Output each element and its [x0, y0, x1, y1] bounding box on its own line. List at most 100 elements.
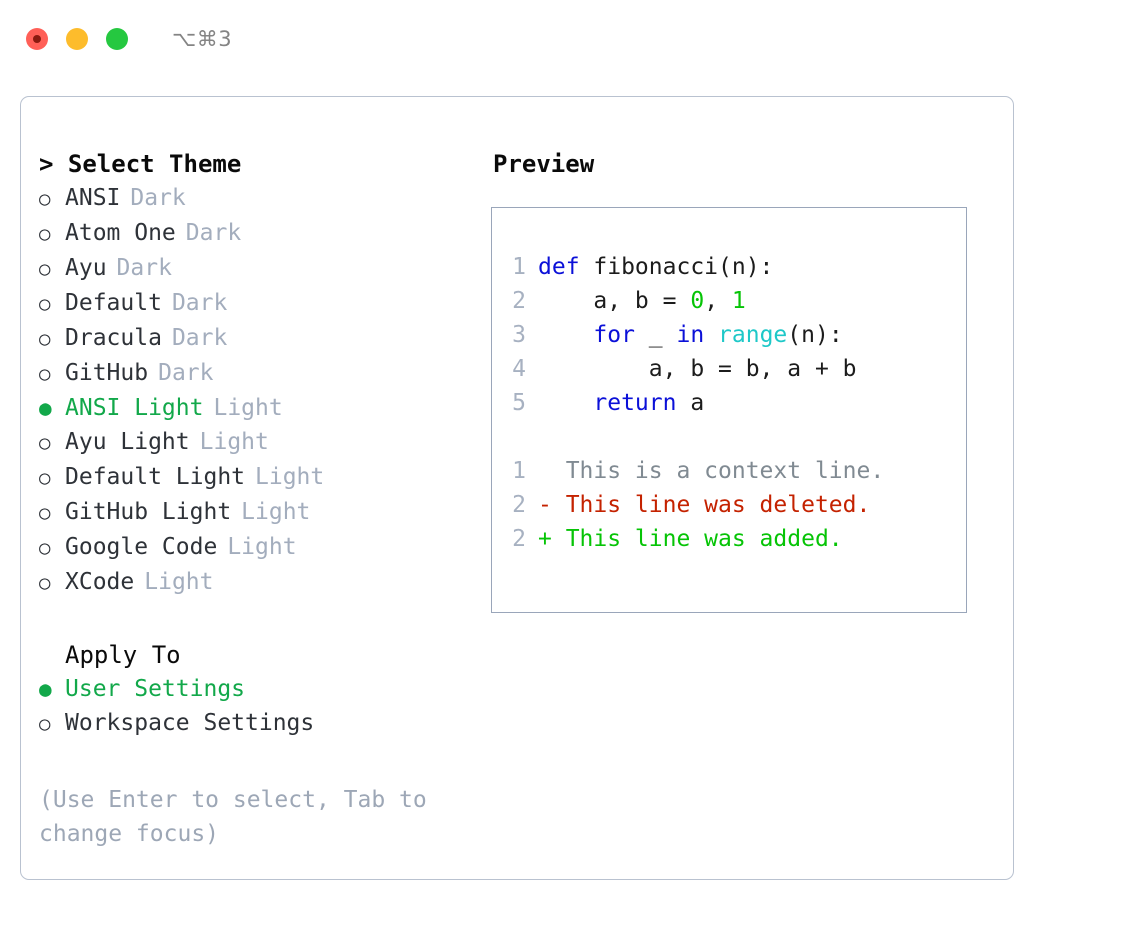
radio-unselected-icon: ○: [39, 258, 51, 280]
theme-option-label: GitHub: [65, 360, 149, 386]
theme-option-label: ANSI: [65, 185, 121, 211]
code-token-id: a: [690, 390, 705, 416]
close-window-button[interactable]: [26, 28, 48, 50]
radio-unselected-icon: ○: [39, 537, 51, 559]
theme-option-variant: Light: [227, 534, 297, 560]
radio-unselected-icon: ○: [39, 467, 51, 489]
apply-to-option-label: Workspace Settings: [65, 710, 315, 736]
code-line-text: return a: [538, 386, 704, 420]
theme-option-variant: Dark: [185, 220, 242, 246]
theme-option-label: Ayu Light: [65, 429, 190, 455]
theme-option-0[interactable]: ○ ANSI Dark: [39, 181, 491, 216]
radio-unselected-icon: ○: [39, 432, 51, 454]
code-token-id: _: [648, 322, 677, 348]
theme-option-variant: Dark: [171, 290, 228, 316]
apply-to-option-label: User Settings: [65, 676, 246, 702]
code-token-id: ,: [704, 288, 732, 314]
theme-option-variant: Dark: [158, 360, 214, 386]
code-token-id: [538, 322, 593, 348]
code-line-number: 4: [512, 356, 526, 382]
maximize-window-button[interactable]: [106, 28, 128, 50]
theme-option-6[interactable]: ● ANSI Light Light: [39, 391, 491, 425]
radio-unselected-icon: ○: [39, 188, 51, 210]
keyboard-hint-text: (Use Enter to select, Tab to change focu…: [39, 787, 427, 847]
code-line-text: def fibonacci(n):: [538, 250, 773, 284]
code-token-kw: in: [676, 322, 719, 348]
minimize-window-button[interactable]: [66, 28, 88, 50]
theme-option-10[interactable]: ○ Google Code Light: [39, 530, 491, 565]
diff-line-text: + This line was added.: [538, 526, 843, 552]
code-line-number: 2: [512, 288, 526, 314]
theme-option-label: Default: [65, 290, 162, 316]
code-token-num: 1: [731, 288, 746, 314]
code-token-kw: return: [593, 390, 691, 416]
radio-unselected-icon: ○: [39, 713, 51, 735]
diff-line-number: 2: [512, 492, 526, 518]
code-line-number: 1: [512, 254, 526, 280]
theme-option-2[interactable]: ○ Ayu Dark: [39, 251, 491, 286]
code-line: 3 for _ in range(n):: [492, 318, 966, 352]
code-token-num: 0: [690, 288, 705, 314]
radio-selected-icon: ●: [39, 396, 52, 420]
code-line: 5 return a: [492, 386, 966, 420]
theme-list-heading: > Select Theme: [39, 150, 242, 178]
theme-option-label: Dracula: [65, 325, 162, 351]
radio-unselected-icon: ○: [39, 363, 51, 385]
code-diff-spacer: [492, 420, 966, 454]
code-line-text: for _ in range(n):: [538, 318, 842, 352]
theme-option-8[interactable]: ○ Default Light Light: [39, 460, 491, 495]
theme-option-label: Google Code: [65, 534, 218, 560]
title-bar: ⌥⌘3: [0, 0, 1140, 78]
radio-unselected-icon: ○: [39, 293, 51, 315]
theme-option-variant: Dark: [116, 255, 172, 281]
apply-to-option-0[interactable]: ●User Settings: [39, 672, 491, 706]
theme-option-9[interactable]: ○ GitHub Light Light: [39, 495, 491, 530]
diff-line-del: 2 - This line was deleted.: [492, 488, 966, 522]
theme-option-label: ANSI Light: [65, 395, 204, 421]
diff-line-text: This is a context line.: [538, 458, 885, 484]
theme-option-variant: Light: [241, 499, 311, 525]
radio-unselected-icon: ○: [39, 572, 51, 594]
theme-option-4[interactable]: ○ Dracula Dark: [39, 321, 491, 356]
code-token-id: fibonacci(n):: [593, 254, 774, 280]
diff-line-context: 1 This is a context line.: [492, 454, 966, 488]
theme-option-label: GitHub Light: [65, 499, 232, 525]
code-line-text: a, b = 0, 1: [538, 284, 746, 318]
diff-line-number: 1: [512, 458, 526, 484]
apply-to-option-1[interactable]: ○ Workspace Settings: [39, 706, 491, 741]
code-token-id: a, b = b, a + b: [538, 356, 857, 382]
diff-line-add: 2 + This line was added.: [492, 522, 966, 556]
code-token-fn: range: [718, 322, 788, 348]
code-token-kw: for: [593, 322, 649, 348]
radio-unselected-icon: ○: [39, 328, 51, 350]
diff-sample: 1 This is a context line. 2 - This line wa…: [492, 454, 966, 556]
diff-line-number: 2: [512, 526, 526, 552]
apply-to-options-list: ●User Settings ○ Workspace Settings: [39, 672, 491, 741]
theme-option-variant: Dark: [130, 185, 186, 211]
code-line-text: a, b = b, a + b: [538, 352, 857, 386]
theme-option-variant: Light: [255, 464, 325, 490]
theme-option-3[interactable]: ○ Default Dark: [39, 286, 491, 321]
theme-option-5[interactable]: ○ GitHub Dark: [39, 356, 491, 391]
code-line: 4 a, b = b, a + b: [492, 352, 966, 386]
diff-line-text: - This line was deleted.: [538, 492, 871, 518]
code-line-number: 5: [512, 390, 526, 416]
theme-option-variant: Light: [213, 395, 283, 421]
theme-option-label: Ayu: [65, 255, 107, 281]
radio-unselected-icon: ○: [39, 223, 51, 245]
preview-heading: Preview: [493, 150, 595, 178]
theme-option-variant: Dark: [171, 325, 228, 351]
theme-option-label: Default Light: [65, 464, 246, 490]
radio-unselected-icon: ○: [39, 502, 51, 524]
code-token-id: [538, 390, 593, 416]
